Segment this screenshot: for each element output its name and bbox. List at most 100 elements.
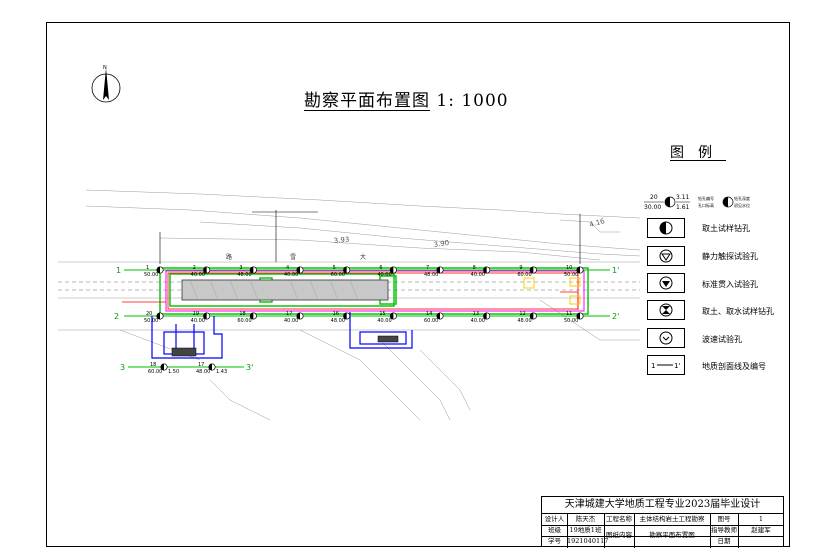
entrance-stairs (171, 335, 399, 357)
legend-label: 地质剖面线及编号 (702, 362, 766, 371)
borehole-depth: 1.43 (216, 369, 227, 375)
content-label: 图纸内容 (606, 531, 632, 539)
borehole-elevation: 40.00 (191, 272, 205, 278)
svg-text:钻孔编号: 钻孔编号 (698, 195, 714, 201)
class-value: 19地质1班 (569, 526, 602, 534)
section-label: 2' (612, 312, 619, 321)
title-block: 天津城建大学地质工程专业2023届毕业设计 设计人 陈天杰 工程名称 主体结构岩… (541, 496, 784, 548)
borehole-elevation: 40.00 (191, 318, 205, 324)
borehole-depth: 1.50 (168, 369, 179, 375)
project-label: 工程名称 (606, 515, 632, 523)
legend-circle-chevron-icon (647, 328, 685, 348)
legend-half-filled-circle-icon (647, 218, 685, 238)
borehole-id: 2 (193, 265, 196, 271)
title-block-header: 天津城建大学地质工程专业2023届毕业设计 (542, 497, 783, 514)
borehole-id: 16 (333, 311, 339, 317)
svg-text:1': 1' (674, 362, 680, 370)
svg-text:30.00: 30.00 (644, 204, 661, 211)
borehole-id: 13 (473, 311, 479, 317)
borehole-id: 1 (146, 265, 149, 271)
section-label: 3' (246, 363, 253, 372)
content-value: 勘察平面布置图 (649, 531, 695, 539)
borehole-elevation: 60.00 (237, 318, 251, 324)
borehole-elevation: 50.00 (144, 272, 158, 278)
borehole-markers: 150.00240.00348.00440.00560.00640.00748.… (144, 265, 584, 375)
borehole-top-5: 560.00 (331, 265, 351, 278)
borehole-id: 9 (519, 265, 522, 271)
construction-outline (122, 270, 585, 312)
borehole-elevation: 40.00 (284, 318, 298, 324)
borehole-elevation: 60.00 (517, 272, 531, 278)
road-label: 雪 (290, 254, 296, 261)
borehole-id: 12 (519, 311, 525, 317)
borehole-id: 14 (426, 311, 432, 317)
section-label: 2 (114, 312, 119, 321)
borehole-top-2: 240.00 (191, 265, 211, 278)
borehole-id: 15 (379, 311, 385, 317)
project-value: 主体结构岩土工程勘察 (639, 515, 705, 523)
borehole-elevation: 48.00 (517, 318, 531, 324)
annotation-pointers (159, 210, 581, 264)
borehole-id: 6 (379, 265, 382, 271)
class-label: 班级 (548, 526, 561, 534)
borehole-id: 7 (426, 265, 429, 271)
borehole-top-3: 348.00 (237, 265, 257, 278)
borehole-top-6: 640.00 (377, 265, 397, 278)
section-label: 1 (116, 266, 121, 275)
legend-sample-icon: 20 30.00 3.11 1.61 钻孔编号 孔口标高 钻孔深度 初见水位 (644, 194, 750, 211)
contour-label: 4.16 (588, 217, 606, 229)
drawing-scale: 1: 1000 (436, 91, 509, 111)
road-label: 路 (226, 253, 232, 261)
borehole-top-4: 440.00 (284, 265, 304, 278)
borehole-elevation: 40.00 (377, 318, 391, 324)
borehole-elevation: 48.00 (196, 369, 210, 375)
terrain-lines (58, 189, 641, 421)
sheet-no-label: 图号 (717, 515, 731, 523)
legend-section-line-icon: 1 1' (647, 355, 685, 375)
svg-text:初见水位: 初见水位 (734, 202, 750, 208)
borehole-elevation: 40.00 (471, 318, 485, 324)
sheet-no-value: 1 (758, 515, 764, 523)
legend-circle-triangle-down-icon (647, 246, 685, 266)
legend-label: 取土、取水试样钻孔 (702, 307, 774, 316)
borehole-elevation: 48.00 (424, 272, 438, 278)
borehole-elevation: 50.00 (144, 318, 158, 324)
contour-label: 3.90 (433, 239, 450, 249)
yellow-structures (523, 277, 581, 305)
borehole-id: 5 (333, 265, 336, 271)
svg-text:1.61: 1.61 (676, 204, 690, 211)
student-no-label: 学号 (548, 537, 561, 545)
borehole-top-7: 748.00 (424, 265, 444, 278)
svg-text:20: 20 (650, 194, 658, 201)
svg-text:3.11: 3.11 (676, 194, 690, 201)
borehole-id: 11 (566, 311, 572, 317)
borehole-id: 17 (286, 311, 292, 317)
borehole-id: 10 (566, 265, 572, 271)
borehole-elevation: 40.00 (471, 272, 485, 278)
borehole-id: 8 (473, 265, 476, 271)
contour-label: 3.93 (333, 236, 349, 245)
borehole-id: 20 (146, 311, 152, 317)
road-label: 大 (360, 253, 366, 261)
station-hall (181, 279, 389, 301)
hall-hatch (189, 279, 359, 301)
borehole-top-1: 150.00 (144, 265, 164, 278)
borehole-elevation: 60.00 (331, 272, 345, 278)
legend-label: 静力触探试验孔 (702, 252, 758, 261)
borehole-top-8: 840.00 (471, 265, 491, 278)
designer-value: 陈天杰 (575, 515, 596, 523)
borehole-elevation: 60.00 (148, 369, 162, 375)
advisor-value: 赵建军 (751, 526, 771, 534)
date-label: 日期 (717, 537, 731, 545)
borehole-id: 4 (286, 265, 289, 271)
